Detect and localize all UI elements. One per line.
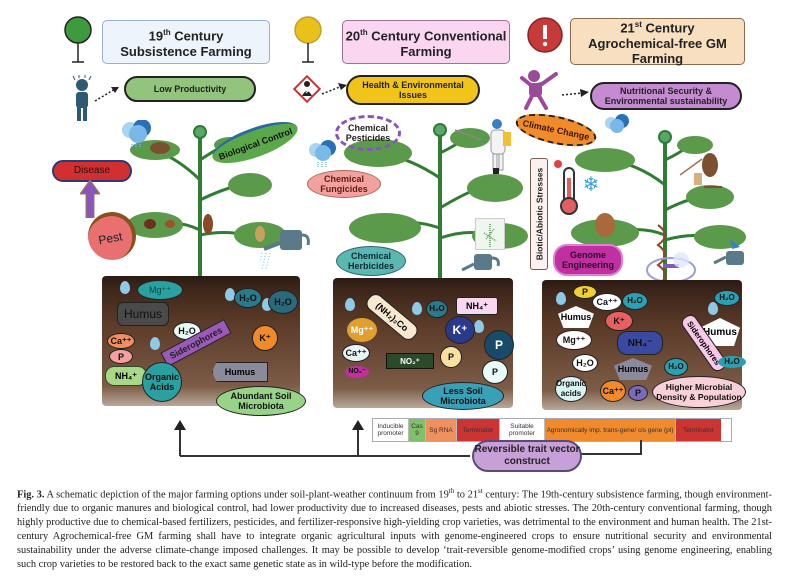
- soil-nutrient-k: K⁺: [445, 316, 475, 344]
- chemical-fungicides-label: Chemical Fungicides: [307, 170, 381, 198]
- rain-cloud-icon: [602, 114, 632, 140]
- soil-microbiota-label: Abundant Soil Microbiota: [216, 386, 306, 416]
- soil-water-h2o: H₂O: [664, 358, 688, 376]
- soil-nutrient-k: K⁺: [252, 325, 278, 351]
- soil-microbiota-label: Less Soil Microbiota: [422, 382, 504, 410]
- yellow-tree-icon: [292, 15, 324, 65]
- water-drop-icon: [120, 281, 130, 294]
- outcome-low-productivity: Low Productivity: [124, 76, 256, 102]
- water-drop-icon: [708, 302, 718, 315]
- dotted-arrow: [320, 80, 348, 98]
- water-drop-icon: [556, 292, 566, 305]
- vector-construct-bar: Inducible promoter Cas 9 Sg RNA Terminat…: [372, 418, 732, 442]
- soil-humus: Humus: [117, 302, 169, 326]
- water-drop-icon: [474, 320, 484, 333]
- soil-nutrient-p: P: [573, 285, 597, 299]
- warning-exclamation-icon: [526, 16, 564, 54]
- weeds-box-icon: [475, 218, 505, 250]
- water-drop-icon: [345, 298, 355, 311]
- watering-can-icon: [257, 225, 310, 270]
- sprayer-person-icon: [454, 118, 515, 176]
- soil-nutrient-p: P: [109, 349, 133, 364]
- soil-nitrite-no2: NO₂⁺: [386, 353, 434, 369]
- soil-nutrient-ca: Ca⁺⁺: [600, 380, 626, 402]
- soil-nutrient-ca: Ca⁺⁺: [592, 293, 622, 311]
- vector-segment-inducible-promoter: Inducible promoter: [373, 419, 409, 441]
- purple-arrow-icon: [79, 179, 101, 219]
- vector-segment-sgrna: Sg RNA: [426, 419, 457, 441]
- soil-nutrient-nh4: NH₄⁺: [456, 297, 498, 315]
- water-drop-icon: [412, 302, 422, 315]
- vector-right-connector: [640, 440, 642, 454]
- vector-segment-transgene: Agronomically imp. trans-gene/ cis gene …: [545, 419, 676, 441]
- rain-cloud-icon: [306, 140, 340, 170]
- dotted-arrow: [93, 85, 121, 105]
- reversible-trait-vector-label: Reversible trait vector construct: [472, 440, 582, 472]
- soil-nutrient-k: K⁺: [605, 311, 633, 331]
- soil-water-h2o: H₂O: [718, 356, 746, 368]
- figure-caption: Fig. 3. A schematic depiction of the maj…: [17, 487, 772, 571]
- thermometer-icon: [550, 158, 580, 216]
- vector-right-connector: [555, 453, 642, 455]
- vector-segment-cas9: Cas 9: [409, 419, 426, 441]
- soil-nutrient-nh4: NH₄⁺: [105, 366, 147, 386]
- soil-organic-acids: Organic Acids: [142, 362, 182, 402]
- rain-cloud-icon: [118, 119, 158, 150]
- soil-nutrient-p: P: [484, 330, 514, 360]
- mosquito-insect-icon: [679, 145, 725, 193]
- soil-microbiota-label: Higher Microbial Density & Population: [652, 376, 746, 408]
- happy-person-icon: [520, 68, 560, 110]
- soil-water-h2o: H₂O: [714, 290, 740, 306]
- soil-nutrient-p: P: [628, 385, 648, 401]
- soil-nutrient-nh4: NH₄⁻: [617, 331, 663, 355]
- water-drop-icon: [150, 337, 160, 350]
- watering-can-icon: [712, 237, 752, 271]
- water-drop-icon: [225, 288, 235, 301]
- soil-nutrient-mg: Mg⁺⁺: [556, 330, 592, 350]
- soil-water-h2o: H₂O: [268, 290, 298, 314]
- soil-water-h2o: H₂O: [426, 300, 448, 318]
- genome-engineering-label: Genome Engineering: [553, 244, 623, 276]
- soil-humus: Humus: [212, 362, 268, 382]
- water-drop-icon: [262, 298, 272, 311]
- soil-nutrient-mg: Mg⁺⁺: [137, 280, 183, 300]
- vector-segment-terminator: Terminator: [457, 419, 500, 441]
- soil-nitrite-no2: NO₂⁻: [345, 366, 369, 378]
- soil-nutrient-mg: Mg⁺⁺: [347, 318, 377, 342]
- chemical-herbicides-label: Chemical Herbicides: [336, 246, 406, 276]
- vector-segment-suitable-promoter: Suitable promoter: [500, 419, 545, 441]
- chemical-pesticides-label: Chemical Pesticides: [335, 115, 401, 151]
- soil-water-h2o: H₂O: [234, 288, 262, 308]
- green-tree-icon: [62, 15, 94, 65]
- soil-organic-acids: Organic acids: [555, 376, 587, 402]
- soil-humus: Humus: [558, 306, 594, 328]
- vector-segment-terminator: Terminator: [676, 419, 721, 441]
- snowflake-icon: ❄: [582, 174, 600, 196]
- stressed-person-icon: [70, 75, 94, 123]
- outcome-health-environmental-issues: Health & Environmental Issues: [346, 75, 480, 105]
- biotic-abiotic-stresses-label: Biotic/Abiotic Stresses: [530, 158, 548, 270]
- watering-can-icon: [460, 250, 502, 284]
- soil-water-h2o: H₂O: [622, 292, 648, 310]
- panel-title-21st-century: 21st Century Agrochemical-free GM Farmin…: [570, 18, 745, 66]
- soil-nutrient-ca: Ca⁺⁺: [107, 333, 135, 349]
- health-hazard-icon: [292, 74, 322, 104]
- soil-nutrient-p: P: [482, 360, 508, 384]
- soil-nutrient-ca: Ca⁺⁺: [342, 344, 370, 362]
- disease-label: Disease: [52, 160, 132, 182]
- soil-water-h2o: H₂O: [572, 354, 598, 372]
- outcome-nutritional-security: Nutritional Security & Environmental sus…: [590, 82, 742, 110]
- soil-humus: Humus: [614, 358, 652, 380]
- dotted-arrow: [560, 86, 590, 98]
- panel-title-20th-century: 20th Century Conventional Farming: [342, 20, 510, 64]
- soil-nutrient-p: P: [440, 346, 462, 368]
- panel-title-19th-century: 19th Century Subsistence Farming: [102, 20, 270, 64]
